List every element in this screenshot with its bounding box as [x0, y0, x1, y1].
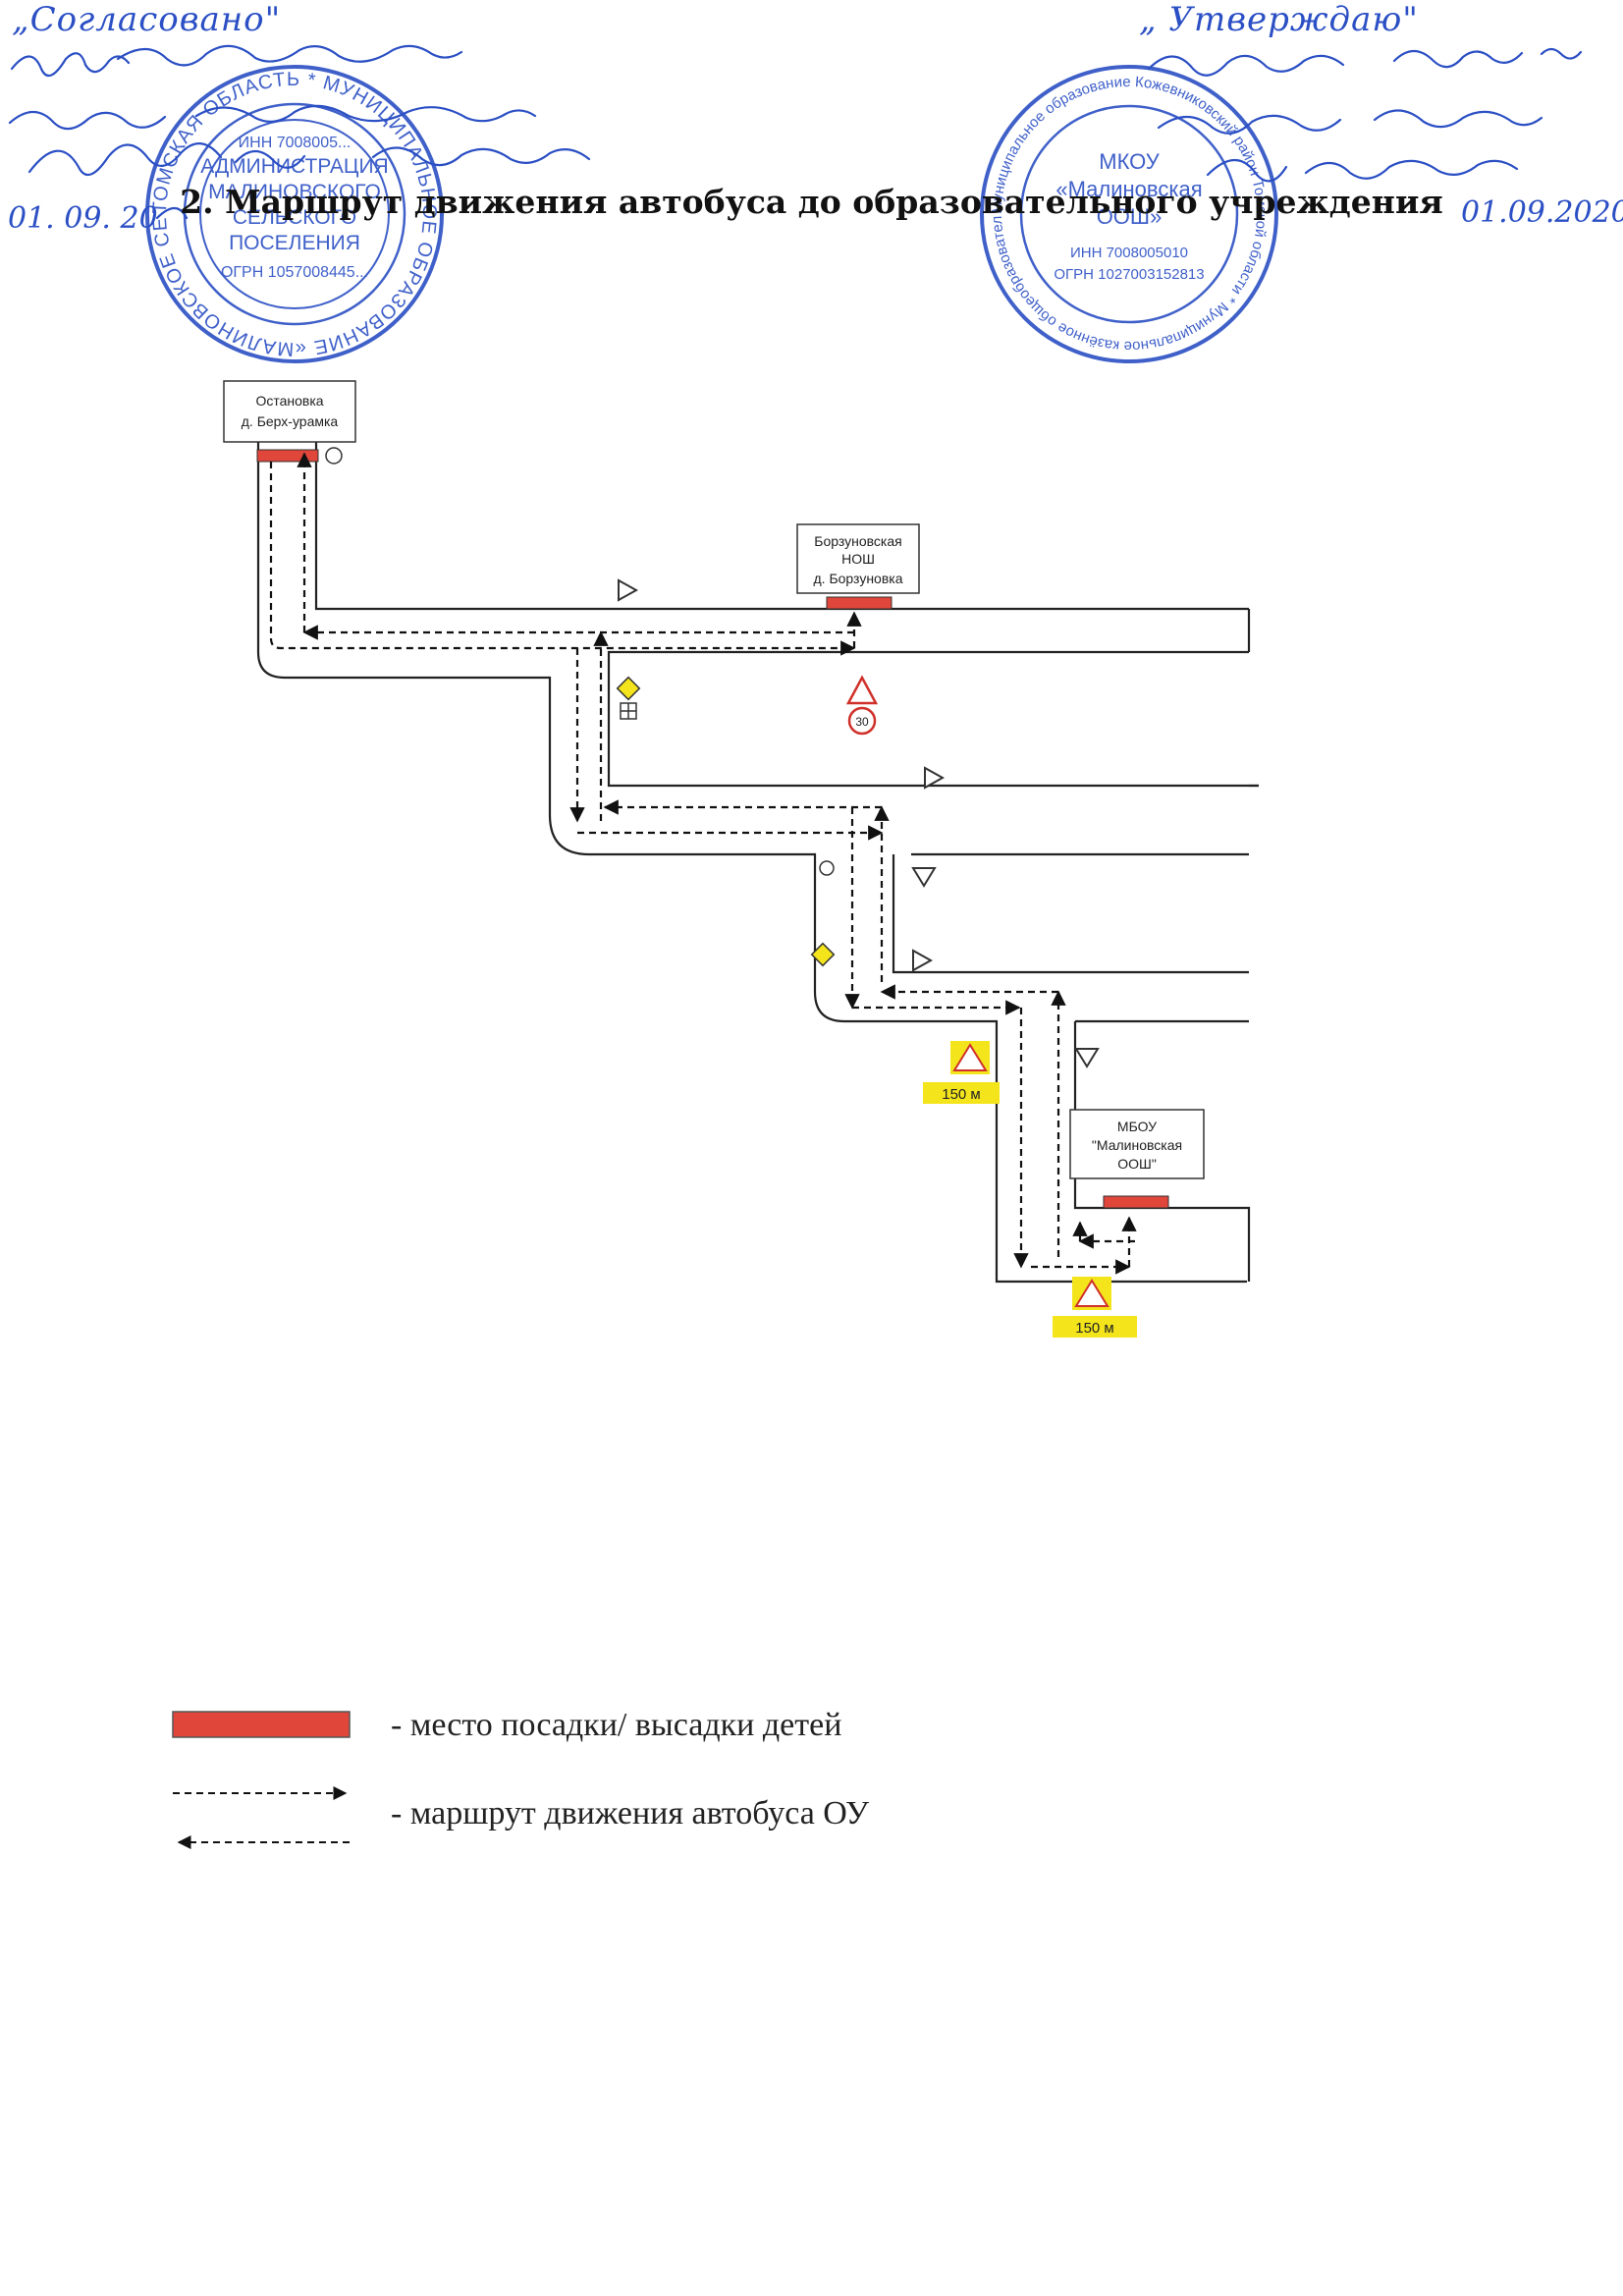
route-segment [269, 462, 856, 656]
give-way-sign-icon [1074, 1048, 1100, 1068]
bus-stop-sign-icon [325, 447, 343, 465]
stop-bar-2 [826, 596, 893, 610]
right-stamp-ogrn: ОГРН 1027003152813 [1054, 266, 1204, 283]
stop-labels: Остановка д. Берх-урамка Борзуновская НО… [223, 380, 1205, 1179]
right-stamp-line-2: «Малиновская [1055, 177, 1202, 201]
children-sign-150m-a: 150 м [923, 1041, 1000, 1104]
handwriting-right: 01.09.2020 [1147, 47, 1623, 230]
speed-limit-sign-icon [847, 706, 877, 736]
road-row3-top [892, 854, 1249, 974]
stop-1-village: д. Берх-урамка [242, 413, 339, 429]
stop-2-type: НОШ [841, 551, 875, 567]
stop-3-type: ООШ" [1117, 1156, 1157, 1172]
children-warning-sign-icon [845, 675, 879, 705]
left-stamp-inn: ИНН 7008005... [239, 135, 352, 151]
triangle-sign-icon [924, 766, 946, 790]
left-stamp-line-3: СЕЛЬСКОГО [233, 206, 356, 229]
main-road-sign-icon [616, 676, 641, 701]
handwriting-left: 01. 09. 20 [8, 44, 591, 236]
roads [256, 440, 1259, 1284]
road-row2-top [607, 650, 1259, 788]
right-stamp-line-3: ООШ» [1097, 204, 1163, 229]
triangle-sign-icon [618, 578, 639, 602]
stop-2-village: д. Борзуновка [814, 571, 903, 586]
sign-150m-b: 150 м [1075, 1320, 1114, 1337]
bus-stop-sign-icon [819, 860, 835, 876]
stops [256, 449, 1169, 1209]
road-left-outer [256, 440, 1247, 1284]
triangle-sign-icon [912, 949, 934, 972]
road-left-inner [314, 440, 1249, 611]
main-road-sign-icon [810, 942, 836, 967]
speed-limit-value: 30 [855, 715, 869, 729]
stop-bar-3 [1103, 1195, 1169, 1209]
bus-route [269, 452, 1137, 1275]
sign-150m-a: 150 м [942, 1086, 981, 1103]
left-stamp: ТОМСКАЯ ОБЛАСТЬ * МУНИЦИПАЛЬНОЕ ОБРАЗОВА… [0, 0, 444, 363]
approval-right-date: 01.09.2020 [1461, 195, 1623, 230]
approval-left-heading: „Согласовано" [12, 0, 282, 39]
legend-symbols [172, 1711, 351, 1849]
left-stamp-line-4: ПОСЕЛЕНИЯ [229, 232, 360, 254]
legend-stop-label: - место посадки/ высадки детей [391, 1707, 842, 1743]
left-stamp-line-2: МАЛИНОВСКОГО [208, 181, 381, 203]
stop-3-school: "Малиновская [1092, 1137, 1182, 1153]
left-stamp-ogrn: ОГРН 1057008445... [221, 264, 368, 281]
approval-right-heading: „ Утверждаю" [1139, 0, 1419, 39]
legend-stop-swatch [172, 1711, 351, 1738]
left-stamp-line-1: АДМИНИСТРАЦИЯ [200, 155, 388, 178]
page-title: 2. Маршрут движения автобуса до образова… [180, 183, 1443, 221]
legend-route-label: - маршрут движения автобуса ОУ [391, 1795, 870, 1831]
stop-1-name: Остановка [255, 393, 323, 409]
right-stamp-inn: ИНН 7008005010 [1070, 245, 1188, 261]
stop-3-name: МБОУ [1117, 1119, 1157, 1134]
approval-left-date: 01. 09. 20 [8, 201, 158, 236]
stop-bar-1 [256, 449, 319, 463]
road-signs: 30 150 м 150 м [325, 447, 1137, 1338]
give-way-sign-icon [911, 867, 937, 888]
right-stamp-line-1: МКОУ [1099, 149, 1161, 174]
stop-2-name: Борзуновская [814, 533, 901, 549]
children-sign-150m-b: 150 м [1053, 1277, 1137, 1338]
